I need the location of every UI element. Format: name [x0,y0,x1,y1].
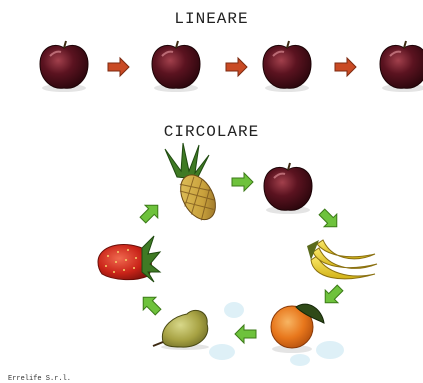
strawberry-icon [98,236,160,282]
arrow-right-icon [335,58,356,76]
arrow-right-icon [226,58,247,76]
apple-icon [152,41,200,92]
apple-icon [40,41,88,92]
linear-row [40,41,423,92]
arrow-left-icon [235,325,256,343]
arrow-right-icon [232,173,253,191]
apple-icon [263,41,311,92]
circular-cycle [98,143,377,366]
apple-icon [264,163,312,214]
arrow-down-left-icon [319,282,347,310]
orange-icon [271,304,324,353]
arrow-down-right-icon [316,206,344,234]
arrow-up-right-icon [137,199,165,227]
arrow-right-icon [108,58,129,76]
arrow-up-left-icon [137,291,165,319]
apple-icon [380,41,423,92]
banana-icon [307,240,377,279]
pear-icon [153,310,209,350]
company-footer: Errelife S.r.l. [8,375,71,383]
pineapple-icon [165,143,223,226]
